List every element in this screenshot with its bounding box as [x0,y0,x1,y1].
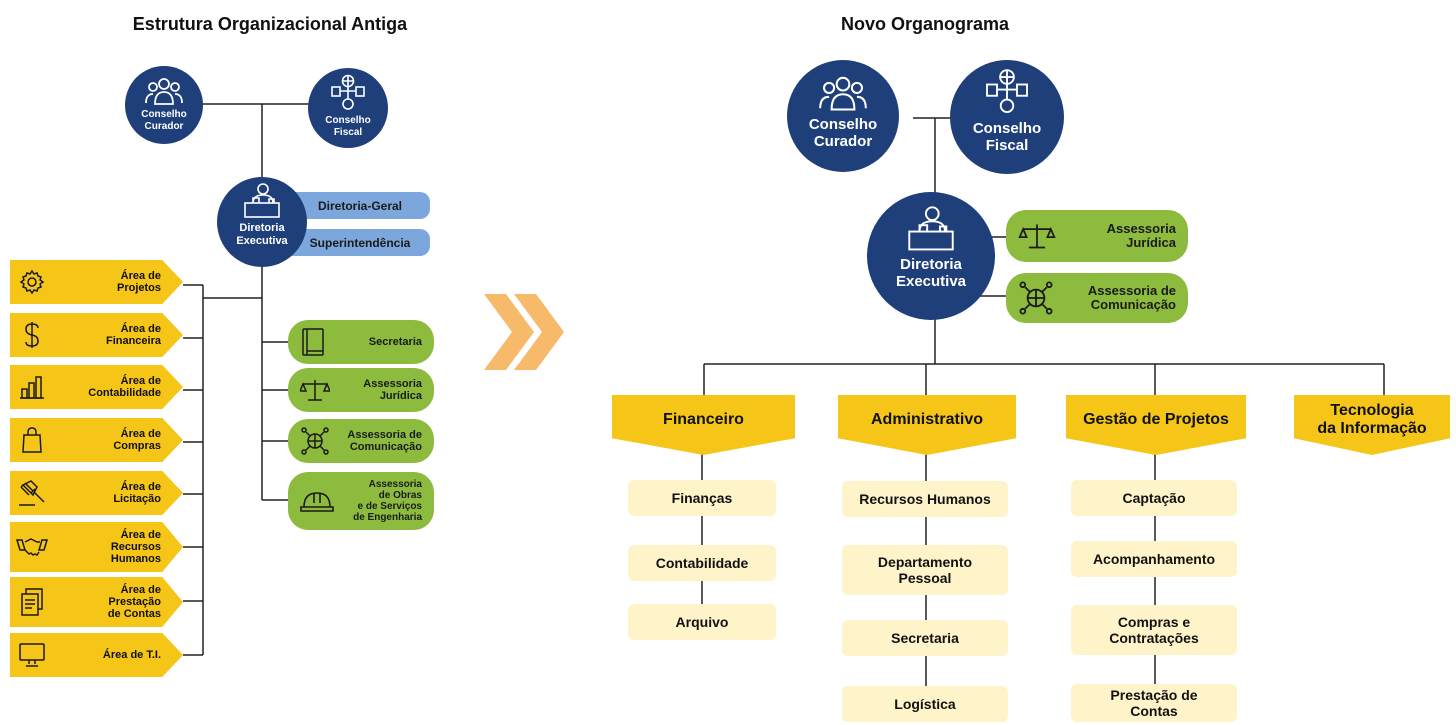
new-conselho-curador: Conselho Curador [787,60,899,172]
gavel-icon [10,479,54,507]
sub-secretaria: Secretaria [842,620,1008,656]
diretoria-geral-box: Diretoria-Geral [290,192,430,219]
new-structure-title: Novo Organograma [840,14,1010,34]
area-contabilidade: Área de Contabilidade [10,365,183,409]
sub-recursos-humanos: Recursos Humanos [842,481,1008,517]
old-advisory-comunicacao-label: Assessoria de Comunicação [347,428,422,453]
old-diretoria-executiva-label: Diretoria Executiva [236,222,288,247]
scales-icon [300,377,330,403]
sub-compras-contratacoes: Compras e Contratações [1071,605,1237,655]
new-diretoria-executiva: Diretoria Executiva [867,192,995,320]
new-advisory-comunicacao: Assessoria de Comunicação [1006,273,1188,323]
old-conselho-fiscal: Conselho Fiscal [308,68,388,148]
area-ti: Área de T.I. [10,633,183,677]
new-diretoria-executiva-label: Diretoria Executiva [895,256,967,291]
documents-icon [10,588,54,616]
sub-acompanhamento: Acompanhamento [1071,541,1237,577]
hard-hat-icon [300,489,334,513]
people-group-icon [144,76,184,109]
new-conselho-fiscal-label: Conselho Fiscal [972,120,1042,155]
area-compras: Área de Compras [10,418,183,462]
sub-contabilidade: Contabilidade [628,545,776,581]
area-recursos-humanos: Área de Recursos Humanos [10,522,183,572]
handshake-icon [10,535,54,559]
area-prestacao-contas-label: Área de Prestação de Contas [107,583,161,621]
sub-departamento-pessoal: Departamento Pessoal [842,545,1008,595]
new-conselho-curador-label: Conselho Curador [808,116,878,151]
superintendencia-box: Superintendência [290,229,430,256]
sub-captacao: Captação [1071,480,1237,516]
transition-chevron-icon [482,292,568,377]
area-contabilidade-label: Área de Contabilidade [88,374,161,399]
monitor-icon [10,642,54,668]
old-conselho-curador: Conselho Curador [125,66,203,144]
old-diretoria-executiva: Diretoria Executiva [217,177,307,267]
diretoria-geral-label: Diretoria-Geral [317,198,403,213]
area-projetos: Área de Projetos [10,260,183,304]
sub-prestacao-contas: Prestação de Contas [1071,684,1237,722]
globe-network-icon [982,68,1032,120]
shopping-bag-icon [10,427,54,453]
area-ti-label: Área de T.I. [102,648,161,661]
desk-person-icon [239,183,285,222]
sub-logistica: Logística [842,686,1008,722]
new-advisory-comunicacao-label: Assessoria de Comunicação [1087,282,1176,312]
old-advisory-secretaria-label: Secretaria [368,335,422,348]
area-projetos-label: Área de Projetos [116,269,161,294]
book-icon [300,327,326,357]
old-conselho-fiscal-label: Conselho Fiscal [325,115,371,138]
old-conselho-curador-label: Conselho Curador [141,109,187,132]
new-conselho-fiscal: Conselho Fiscal [950,60,1064,174]
old-advisory-secretaria: Secretaria [288,320,434,364]
area-licitacao-label: Área de Licitação [113,480,161,505]
old-advisory-juridica-label: Assessoria Jurídica [363,377,422,402]
old-structure-title: Estrutura Organizacional Antiga [132,14,408,34]
globe-network-icon [300,426,330,456]
scales-icon [1018,221,1056,251]
desk-person-icon [901,206,961,256]
area-prestacao-contas: Área de Prestação de Contas [10,577,183,627]
dollar-icon [10,321,54,349]
area-financeira: Área de Financeira [10,313,183,357]
gear-icon [10,269,54,295]
area-licitacao: Área de Licitação [10,471,183,515]
globe-network-icon [1018,280,1054,316]
area-financeira-label: Área de Financeira [105,322,161,347]
globe-network-icon [328,74,368,115]
area-compras-label: Área de Compras [113,427,161,452]
area-recursos-humanos-label: Área de Recursos Humanos [110,528,161,566]
old-advisory-comunicacao: Assessoria de Comunicação [288,419,434,463]
new-advisory-juridica-label: Assessoria Jurídica [1106,220,1176,250]
people-group-icon [817,74,869,116]
old-advisory-juridica: Assessoria Jurídica [288,368,434,412]
sub-financas: Finanças [628,480,776,516]
bar-chart-icon [10,375,54,399]
sub-arquivo: Arquivo [628,604,776,640]
superintendencia-label: Superintendência [309,235,411,250]
old-advisory-obras-label: Assessoria de Obras e de Serviços de Eng… [353,479,422,523]
old-advisory-obras: Assessoria de Obras e de Serviços de Eng… [288,472,434,530]
new-advisory-juridica: Assessoria Jurídica [1006,210,1188,262]
